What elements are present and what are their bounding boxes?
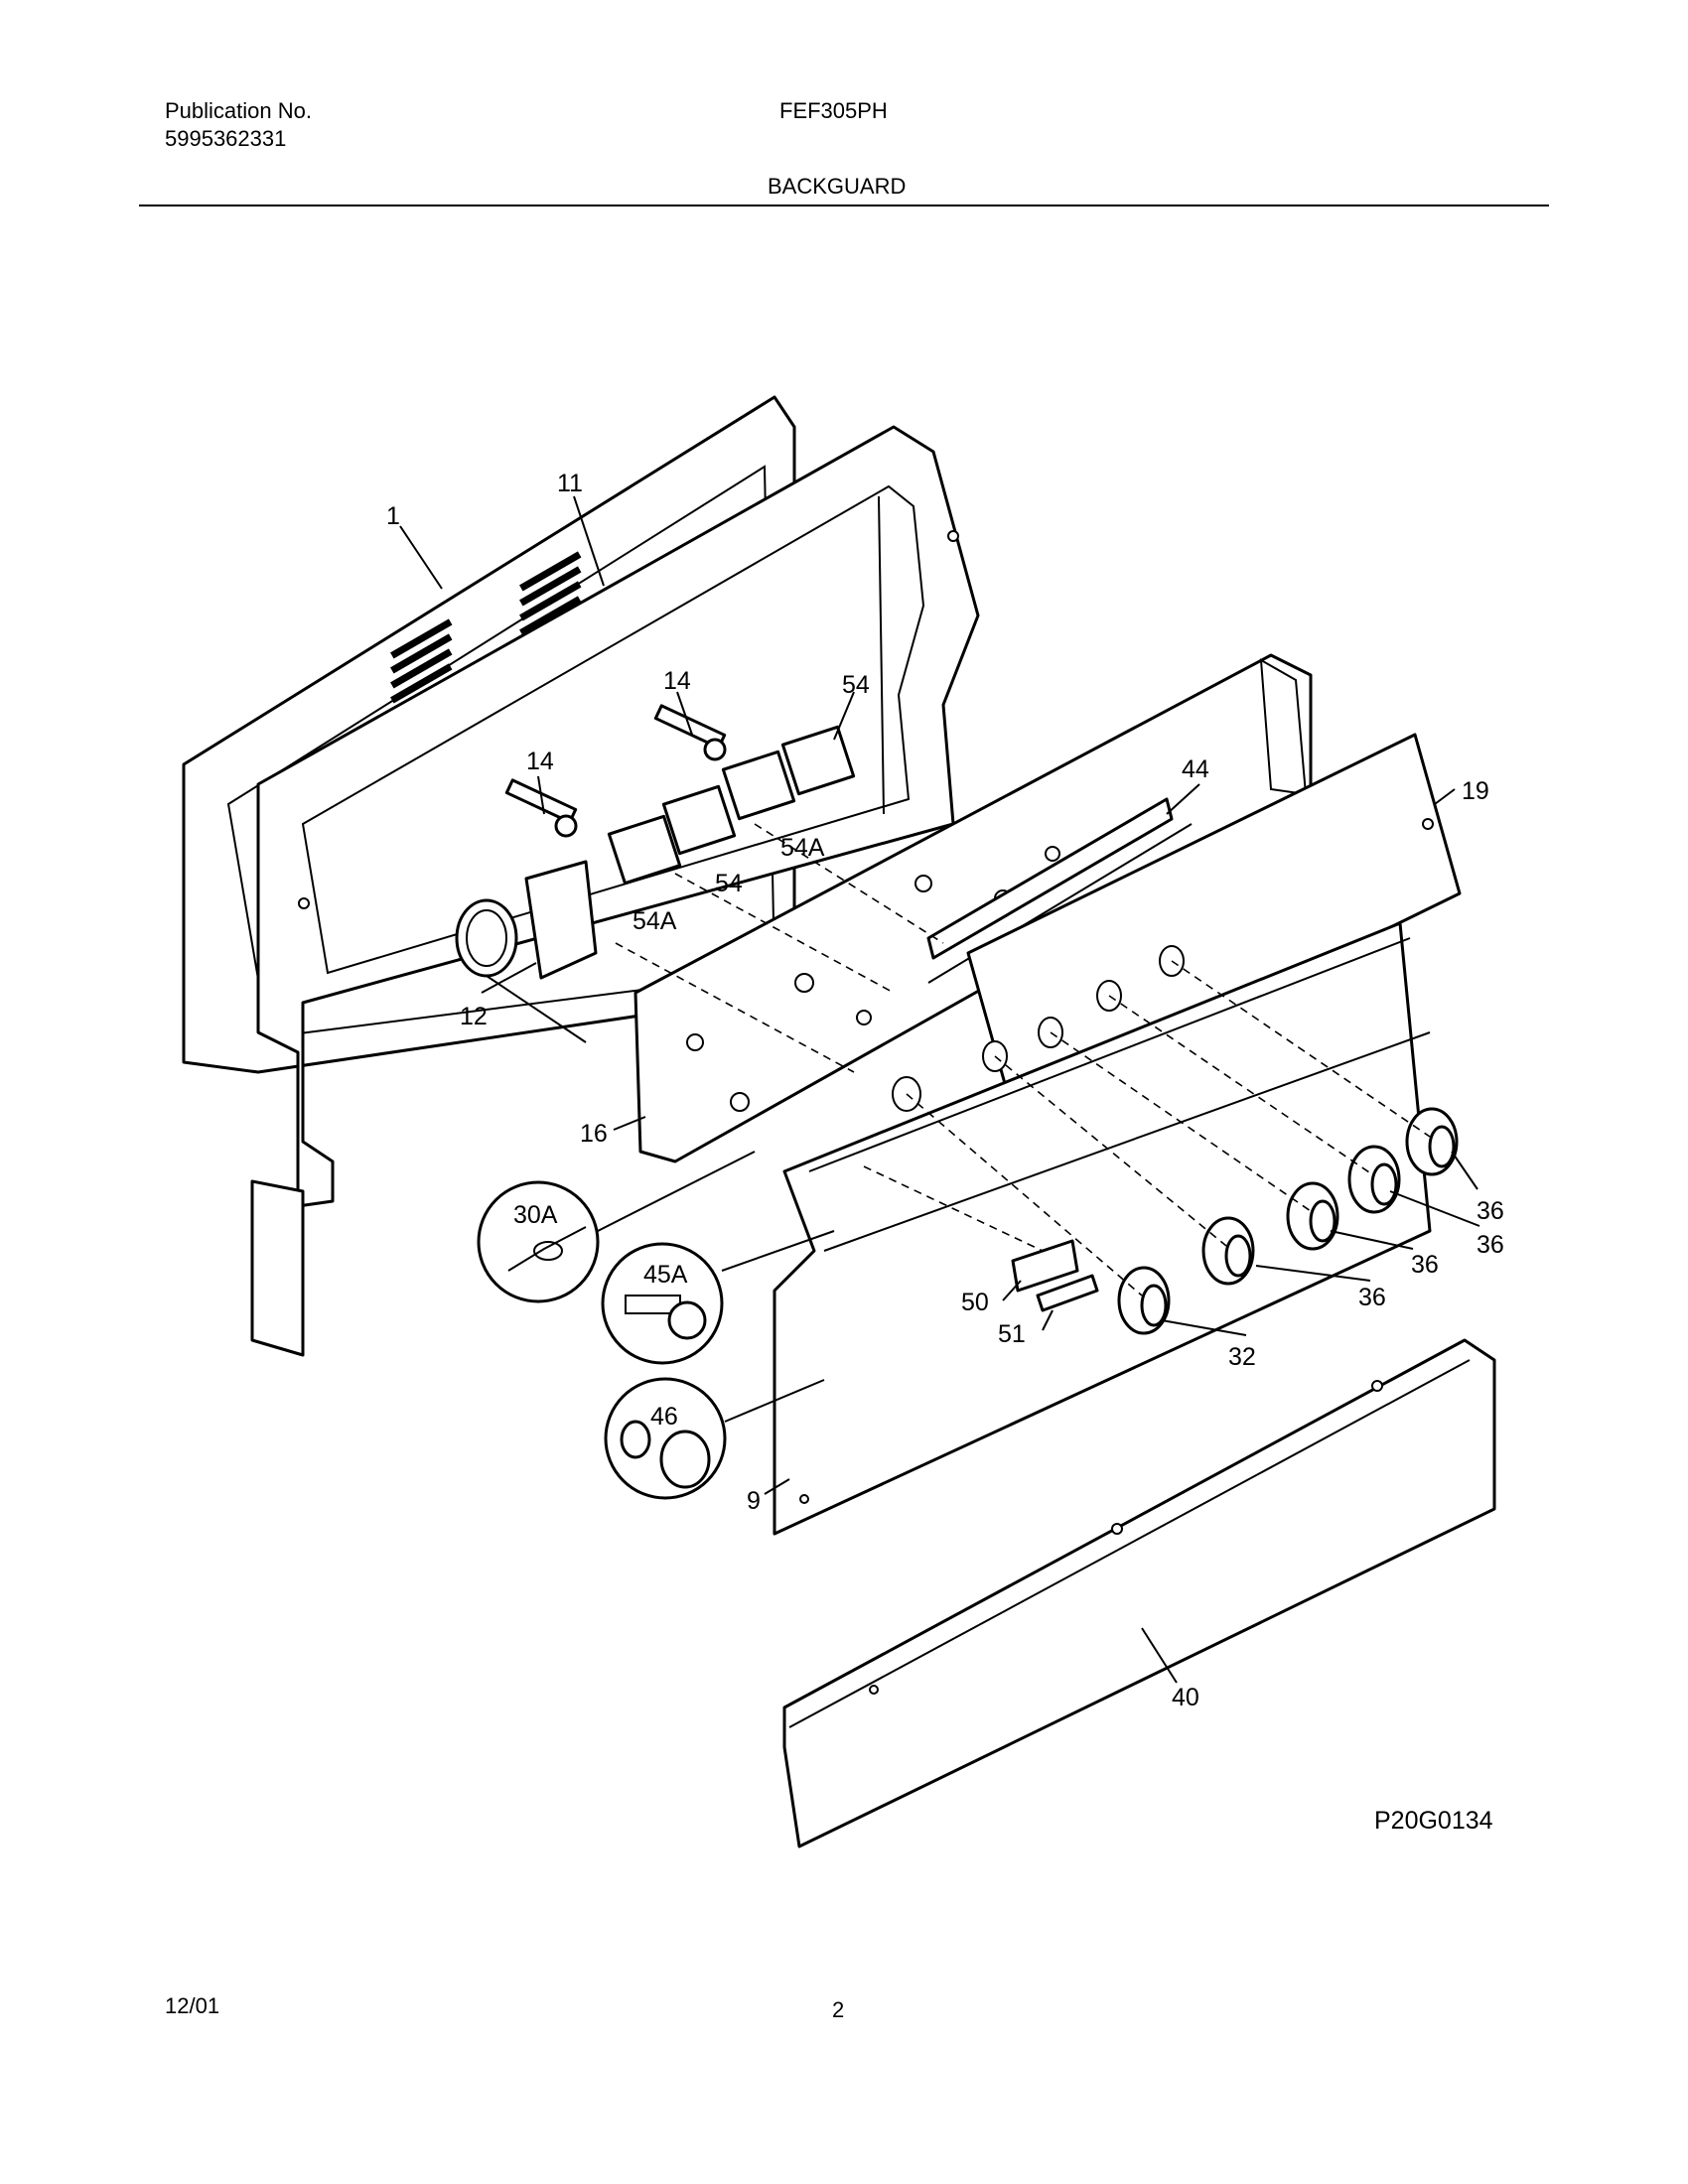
- detail-circle-45A: [601, 1242, 724, 1365]
- callout-16: 16: [580, 1120, 608, 1148]
- detail-circle-46: [604, 1377, 727, 1500]
- callout-14-upper: 14: [663, 667, 691, 695]
- control-knobs-36-32: [1117, 1107, 1459, 1335]
- indicator-parts-50-51: [1011, 1239, 1099, 1312]
- publication-number: 5995362331: [165, 126, 287, 151]
- callout-44: 44: [1182, 755, 1209, 783]
- callout-32: 32: [1228, 1343, 1256, 1371]
- footer-date: 12/01: [165, 1993, 220, 2018]
- detail-leader-30A: [597, 1151, 756, 1232]
- callout-36-c: 36: [1411, 1251, 1439, 1279]
- callout-54-upper: 54: [842, 671, 870, 699]
- assembly-lines: [615, 823, 1431, 1297]
- callout-1: 1: [386, 502, 400, 530]
- drawing-reference-code: P20G0134: [1374, 1807, 1493, 1835]
- page-number: 2: [832, 1997, 845, 2022]
- callout-40: 40: [1172, 1684, 1199, 1711]
- callout-54A-lower: 54A: [633, 907, 677, 935]
- clock-part-12: [455, 860, 598, 1043]
- callout-leaders: [399, 495, 1480, 1684]
- header-rule: [139, 205, 1549, 206]
- callout-14-lower: 14: [526, 748, 554, 775]
- callout-54-lower: 54: [715, 870, 743, 897]
- lower-rail-part-40: [782, 1338, 1496, 1848]
- infinite-switches-54: [607, 725, 856, 886]
- detail-leader-46: [724, 1379, 825, 1423]
- callout-30A: 30A: [513, 1201, 558, 1229]
- callout-50: 50: [961, 1289, 989, 1316]
- detail-circle-30A: [477, 1180, 600, 1303]
- model-number: FEF305PH: [779, 98, 888, 123]
- callout-12: 12: [460, 1003, 488, 1030]
- lower-foot-piece: [250, 1179, 305, 1357]
- callout-54A-upper: 54A: [780, 834, 825, 862]
- trim-strip-part-44: [926, 797, 1174, 960]
- callout-11: 11: [557, 470, 583, 497]
- section-title: BACKGUARD: [768, 174, 907, 199]
- publication-label: Publication No.: [165, 98, 312, 123]
- callout-36-d: 36: [1358, 1284, 1386, 1311]
- callout-46: 46: [650, 1403, 678, 1431]
- callout-45A: 45A: [643, 1261, 688, 1289]
- housing-frame-part-11: [256, 425, 980, 1208]
- callout-51: 51: [998, 1320, 1026, 1348]
- callout-36-b: 36: [1477, 1231, 1504, 1259]
- detail-leader-45A: [721, 1230, 835, 1272]
- callout-9: 9: [747, 1487, 761, 1515]
- callout-19: 19: [1462, 777, 1489, 805]
- callout-36-a: 36: [1477, 1197, 1504, 1225]
